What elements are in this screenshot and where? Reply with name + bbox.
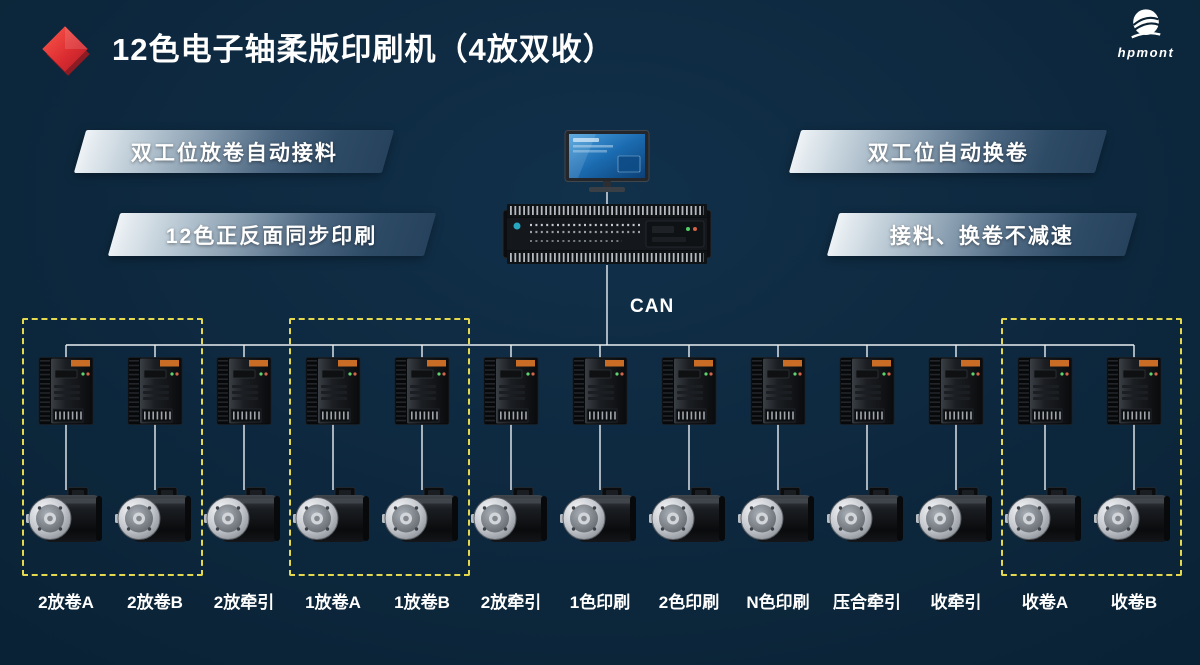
axis-label: 2放卷A [38,593,94,612]
hmi-monitor-image [564,130,650,193]
servo-motor-icon [738,487,815,543]
servo-drive-icon [38,357,94,425]
servo-axis-column: 收卷B [1089,350,1179,612]
group-box-dashed [1001,318,1182,576]
servo-motor-icon [1094,487,1171,543]
axis-label: 2色印刷 [658,593,720,612]
servo-motor-icon [827,487,904,543]
page-title: 12色电子轴柔版印刷机（4放双收） [112,32,615,67]
axis-label: 2放牵引 [480,593,542,612]
servo-motor-icon [293,487,370,543]
servo-axis-column: 2放卷B [110,350,200,612]
banner-text: 接料、换卷不减速 [890,224,1074,248]
brand-wordmark: hpmont [1117,45,1175,60]
hpmont-logo: hpmont [1108,6,1184,60]
servo-motor-icon [382,487,459,543]
servo-axis-column: 收牵引 [911,350,1001,612]
servo-drive-icon [839,357,895,425]
servo-drive-icon [127,357,183,425]
servo-axis-column: 1色印刷 [555,350,645,612]
axis-label: 2放牵引 [213,593,275,612]
servo-drive-icon [750,357,806,425]
servo-drive-icon [1106,357,1162,425]
servo-axis-column: 收卷A [1000,350,1090,612]
servo-drive-icon [394,357,450,425]
servo-motor-icon [471,487,548,543]
servo-axis-column: 压合牵引 [822,350,912,612]
servo-motor-icon [916,487,993,543]
feature-banner-no-slowdown: 接料、换卷不减速 [826,213,1138,256]
feature-banner-sync-print: 12色正反面同步印刷 [107,213,437,256]
servo-drive-icon [216,357,272,425]
axis-label: 1放卷B [394,593,450,612]
can-bus-label: CAN [630,296,675,317]
servo-motor-icon [1005,487,1082,543]
group-box-dashed [22,318,203,576]
axis-label: 1色印刷 [569,593,631,612]
servo-drive-icon [305,357,361,425]
group-box-dashed [289,318,470,576]
axis-label: 收牵引 [930,593,982,612]
axis-label: 收卷A [1021,593,1069,612]
servo-axis-column: 1放卷B [377,350,467,612]
axis-label: N色印刷 [746,593,810,612]
servo-axis-column: 1放卷A [288,350,378,612]
banner-text: 12色正反面同步印刷 [166,224,378,248]
feature-banner-unwind-splice: 双工位放卷自动接料 [73,130,395,173]
servo-motor-icon [560,487,637,543]
servo-drive-icon [572,357,628,425]
servo-motor-icon [115,487,192,543]
globe-icon [1131,9,1161,39]
servo-drive-icon [483,357,539,425]
axis-label: 2放卷B [127,593,183,612]
axis-label: 压合牵引 [833,593,901,612]
servo-drive-icon [1017,357,1073,425]
servo-axis-column: 2放牵引 [466,350,556,612]
servo-drive-icon [661,357,717,425]
servo-drive-icon [928,357,984,425]
servo-axis-column: N色印刷 [733,350,823,612]
servo-motor-icon [204,487,281,543]
servo-axis-column: 2色印刷 [644,350,734,612]
servo-motor-icon [26,487,103,543]
servo-axis-column: 2放牵引 [199,350,289,612]
axis-label: 1放卷A [305,593,361,612]
axis-label: 收卷B [1110,593,1158,612]
servo-motor-icon [649,487,726,543]
banner-text: 双工位放卷自动接料 [130,141,338,165]
brand-diamond-icon [42,26,90,76]
feature-banner-auto-rewind: 双工位自动换卷 [788,130,1108,173]
banner-text: 双工位自动换卷 [867,141,1029,165]
servo-axis-column: 2放卷A [21,350,111,612]
plc-controller-image [502,201,712,267]
